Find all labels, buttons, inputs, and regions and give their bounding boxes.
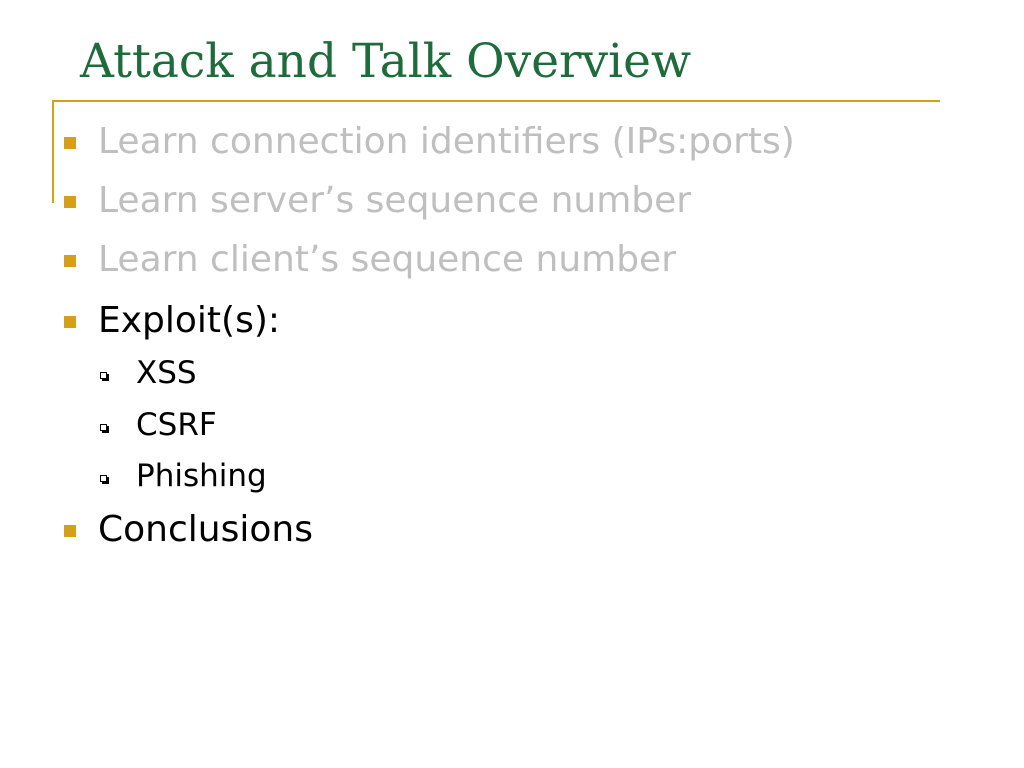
- slide-title: Attack and Talk Overview: [80, 34, 692, 89]
- square-bullet-icon: [64, 137, 76, 149]
- title-underline-rule: [52, 100, 940, 102]
- hollow-square-bullet-icon: [100, 475, 107, 482]
- bullet-text: Learn connection identifiers (IPs:ports): [98, 121, 795, 162]
- sub-bullet-text: XSS: [136, 355, 197, 391]
- square-bullet-icon: [64, 525, 76, 537]
- bullet-text: Learn client’s sequence number: [98, 239, 677, 280]
- square-bullet-icon: [64, 196, 76, 208]
- left-accent-rule: [52, 100, 54, 203]
- sub-bullet-text: Phishing: [136, 458, 267, 494]
- bullet-text: Conclusions: [98, 509, 313, 550]
- hollow-square-bullet-icon: [100, 372, 107, 379]
- sub-bullet-text: CSRF: [136, 407, 217, 443]
- square-bullet-icon: [64, 255, 76, 267]
- hollow-square-bullet-icon: [100, 424, 107, 431]
- bullet-text: Exploit(s):: [98, 300, 281, 341]
- square-bullet-icon: [64, 316, 76, 328]
- bullet-text: Learn server’s sequence number: [98, 180, 692, 221]
